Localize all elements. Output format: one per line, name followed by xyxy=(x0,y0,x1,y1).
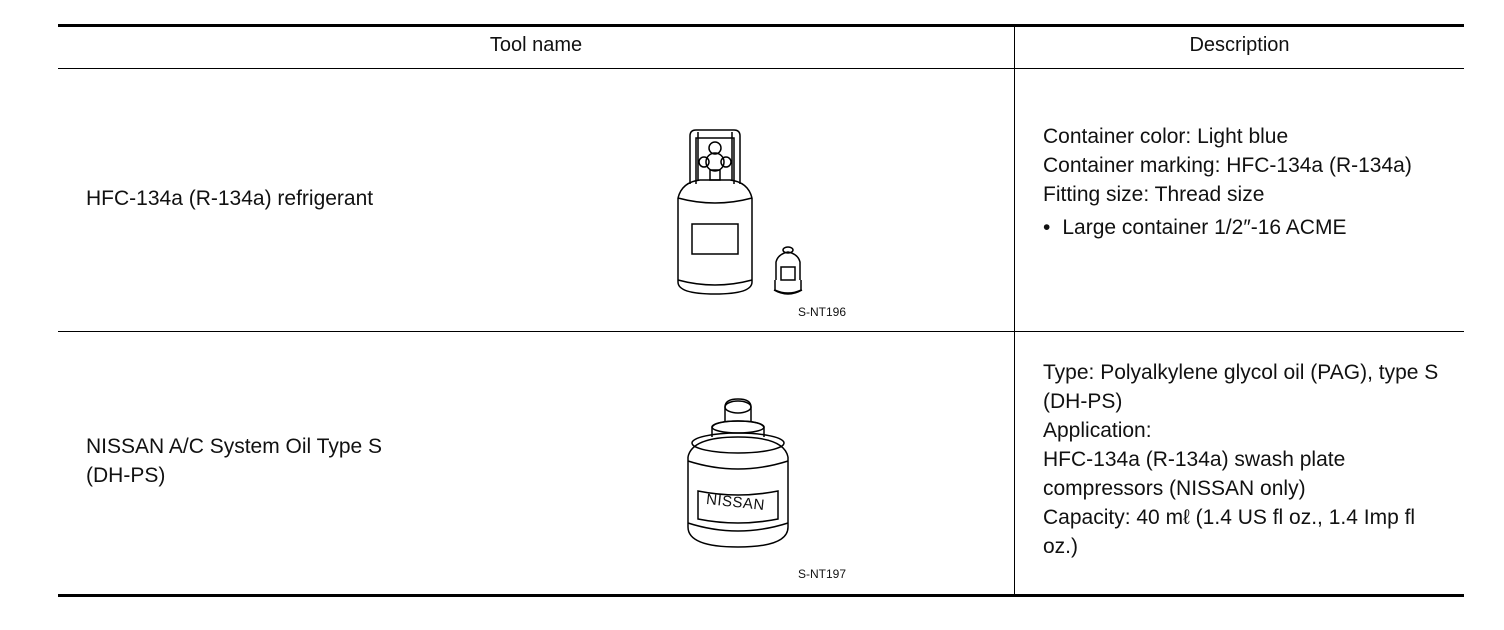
description-line: Container marking: HFC-134a (R-134a) xyxy=(1043,154,1412,177)
description-line: Capacity: 40 mℓ (1.4 US fl oz., 1.4 Imp … xyxy=(1043,506,1416,558)
refrigerant-container-figure xyxy=(677,129,803,295)
description-line: Container color: Light blue xyxy=(1043,125,1289,148)
column-divider xyxy=(1014,27,1015,594)
row-divider xyxy=(58,331,1464,332)
figure-code-s-nt196: S-NT196 xyxy=(798,305,847,319)
bullet-text: Large container 1/2″-16 ACME xyxy=(1062,216,1347,239)
header-description: Description xyxy=(1189,34,1290,56)
row2-description: Type: Polyalkylene glycol oil (PAG), typ… xyxy=(1043,358,1453,561)
figure-code-s-nt197: S-NT197 xyxy=(798,567,847,581)
table-top-rule xyxy=(58,24,1464,27)
row1-description: Container color: Light blue Container ma… xyxy=(1043,122,1453,242)
description-line: Fitting size: Thread size xyxy=(1043,183,1265,206)
bullet-dot: • xyxy=(1043,216,1051,239)
description-line: Type: Polyalkylene glycol oil (PAG), typ… xyxy=(1043,361,1439,413)
oil-can-figure xyxy=(687,398,789,548)
description-line: HFC-134a (R-134a) swash plate compressor… xyxy=(1043,448,1346,500)
header-divider xyxy=(58,68,1464,69)
description-line: Application: xyxy=(1043,419,1152,442)
table-bottom-rule xyxy=(58,594,1464,597)
header-tool-name: Tool name xyxy=(489,34,583,56)
row1-tool-name: HFC-134a (R-134a) refrigerant xyxy=(86,187,374,210)
bullet-item: • Large container 1/2″-16 ACME xyxy=(1043,213,1453,242)
special-tools-table: Tool name Description HFC-134a (R-134a) … xyxy=(58,24,1464,598)
row2-tool-name: NISSAN A/C System Oil Type S (DH-PS) xyxy=(86,435,383,487)
